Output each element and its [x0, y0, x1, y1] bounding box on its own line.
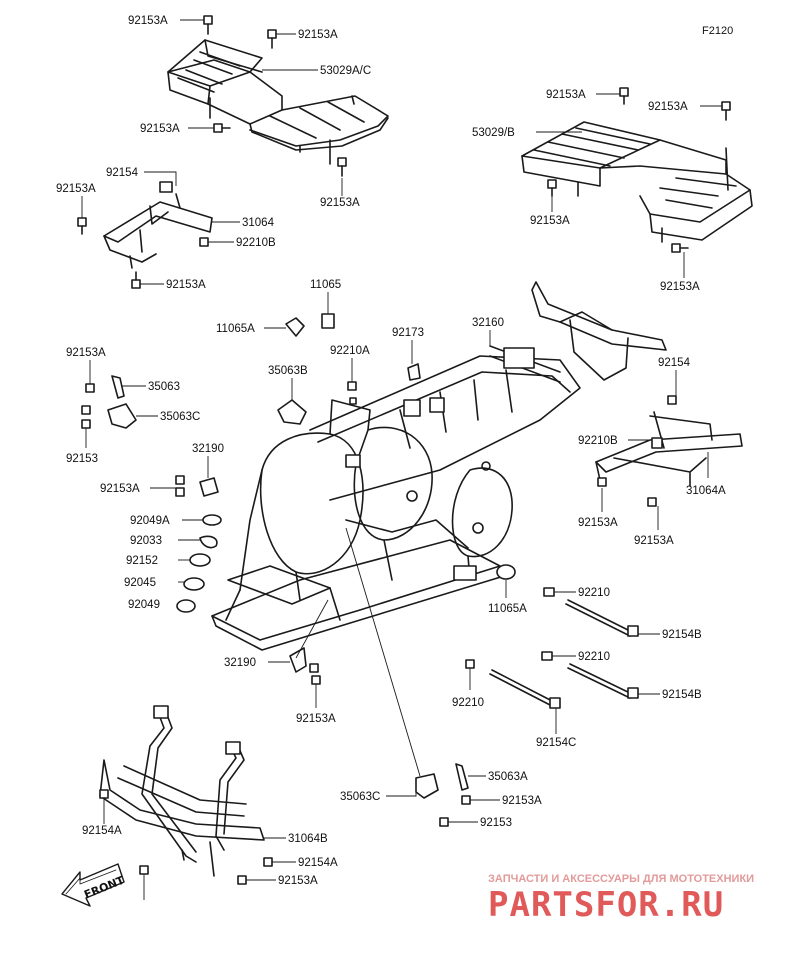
bolt-92154B-lower	[567, 663, 639, 699]
main-frame-32160	[211, 281, 667, 651]
part-label: 92153A	[56, 183, 96, 195]
part-label: 11065A	[216, 323, 255, 335]
part-label: 92153A	[100, 483, 140, 495]
part-number-labels: 92153A 92153A 53029A/C 92153A 92154 9215…	[56, 15, 726, 887]
part-label: 53029/B	[472, 127, 515, 139]
part-label: 92153A	[546, 89, 586, 101]
part-label: 35063C	[340, 791, 380, 803]
part-label: 92152	[126, 555, 158, 567]
part-label: 35063C	[160, 411, 200, 423]
bolt-92154B-upper	[565, 599, 639, 637]
part-label: 92154A	[82, 825, 122, 837]
front-bumper-31064B	[99, 705, 265, 877]
part-label: 92173	[392, 327, 424, 339]
part-label: 92153	[480, 817, 512, 829]
part-label: 32190	[192, 443, 224, 455]
part-label: 53029A/C	[320, 65, 371, 77]
bolt-92154C	[489, 669, 561, 709]
front-carrier-rack	[167, 39, 389, 165]
part-label: 92153A	[634, 535, 674, 547]
part-label: 92153A	[502, 795, 542, 807]
part-label: 11065A	[488, 603, 527, 615]
bracket-31064A	[595, 411, 743, 487]
part-label: 35063B	[268, 365, 308, 377]
part-label: 92210A	[330, 345, 370, 357]
part-label: 92153A	[578, 517, 618, 529]
part-label: 92154A	[298, 857, 338, 869]
part-label: 11065	[310, 279, 341, 291]
part-label: 31064B	[288, 833, 328, 845]
part-label: 35063A	[488, 771, 528, 783]
part-label: 92049	[128, 599, 160, 611]
part-label: 92210	[578, 587, 610, 599]
watermark: ЗАПЧАСТИ И АКСЕССУАРЫ ДЛЯ МОТОТЕХНИКИ PA…	[488, 873, 754, 925]
leader-lines	[81, 19, 722, 900]
part-label: 92153A	[320, 197, 360, 209]
part-label: 92153A	[278, 875, 318, 887]
front-label: FRONT	[82, 873, 126, 901]
part-label: 92153A	[128, 15, 168, 27]
watermark-brand: PARTSFOR.RU	[488, 885, 724, 925]
part-label: 92210B	[236, 237, 276, 249]
part-label: 92154B	[662, 629, 702, 641]
part-label: 92153A	[296, 713, 336, 725]
part-label: 92210	[452, 697, 484, 709]
small-hardware	[77, 15, 731, 885]
part-label: 92153A	[648, 101, 688, 113]
part-label: 92153A	[298, 29, 338, 41]
part-label: 92033	[130, 535, 162, 547]
part-label: 92210	[578, 651, 610, 663]
part-label: 92154	[658, 357, 691, 369]
part-label: 92210B	[578, 435, 618, 447]
part-label: 92154	[106, 167, 139, 179]
front-arrow-icon: FRONT	[61, 863, 127, 907]
figure-code: F2120	[702, 25, 733, 37]
part-label: 92154B	[662, 689, 702, 701]
part-label: 92045	[124, 577, 156, 589]
part-label: 92153A	[66, 347, 106, 359]
part-label: 92153A	[660, 281, 700, 293]
part-label: 32190	[224, 657, 256, 669]
part-label: 92153A	[530, 215, 570, 227]
rear-carrier-rack	[521, 121, 753, 243]
part-label: 92049A	[130, 515, 170, 527]
part-label: 92154C	[536, 737, 576, 749]
part-label: 32160	[472, 317, 504, 329]
part-label: 31064A	[686, 485, 726, 497]
part-label: 35063	[148, 381, 180, 393]
watermark-subtitle: ЗАПЧАСТИ И АКСЕССУАРЫ ДЛЯ МОТОТЕХНИКИ	[488, 873, 754, 885]
part-label: 92153A	[140, 123, 180, 135]
part-label: 92153	[66, 453, 98, 465]
bracket-31064	[103, 181, 213, 269]
part-label: 31064	[242, 217, 275, 229]
part-label: 92153A	[166, 279, 206, 291]
